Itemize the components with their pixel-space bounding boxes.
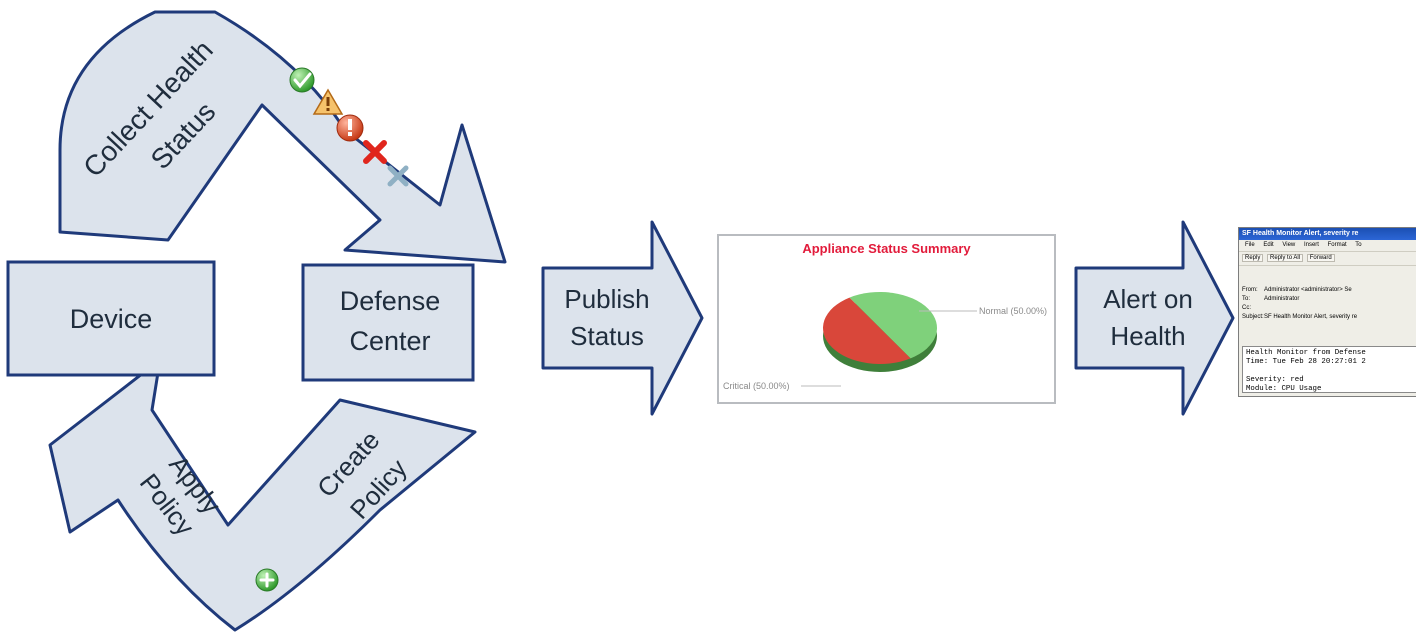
reply-button[interactable]: Reply — [1242, 254, 1264, 262]
status-icons — [289, 67, 409, 187]
menu-view[interactable]: View — [1282, 242, 1296, 248]
device-box — [6, 260, 216, 377]
defense-center-label-line1: Defense — [340, 286, 441, 316]
collect-health-arrow — [58, 10, 507, 264]
appliance-status-chart: Normal (50.00%) Critical (50.00%) Applia… — [717, 234, 1056, 404]
pie-slice-normal — [849, 292, 937, 359]
plus-icon — [255, 568, 279, 592]
email-headers: From:Administrator <administrator> Se To… — [1239, 286, 1416, 322]
email-body: Health Monitor from Defense Time: Tue Fe… — [1242, 346, 1416, 393]
menu-file[interactable]: File — [1245, 242, 1255, 248]
pie-slices — [823, 292, 937, 364]
menu-insert[interactable]: Insert — [1303, 242, 1319, 248]
reply-all-button[interactable]: Reply to All — [1267, 254, 1304, 262]
email-toolbar: Reply Reply to All Forward — [1239, 252, 1416, 266]
pie-label-critical: Critical (50.00%) — [723, 381, 790, 391]
pie-chart: Normal (50.00%) Critical (50.00%) — [723, 292, 1047, 391]
pie-slice-critical — [823, 297, 911, 364]
publish-status-arrow — [541, 220, 704, 416]
from-row: From:Administrator <administrator> Se — [1242, 287, 1352, 293]
alert-health-arrow — [1074, 220, 1235, 416]
menu-format[interactable]: Format — [1327, 242, 1347, 248]
check-icon — [289, 67, 315, 93]
email-titlebar: SF Health Monitor Alert, severity re — [1239, 228, 1416, 240]
menu-edit[interactable]: Edit — [1263, 242, 1274, 248]
critical-icon — [336, 114, 364, 142]
subject-row: Subject:SF Health Monitor Alert, severit… — [1242, 314, 1358, 320]
alert-email-window: SF Health Monitor Alert, severity re Fil… — [1238, 227, 1416, 397]
policy-arrow — [48, 358, 477, 632]
menu-tools[interactable]: To — [1355, 242, 1362, 248]
defense-center-box — [301, 263, 475, 382]
publish-label-line1: Publish — [564, 284, 649, 314]
disabled-x-icon — [387, 165, 409, 187]
publish-label-line2: Status — [570, 321, 644, 351]
alert-label-line1: Alert on — [1103, 284, 1193, 314]
cc-row: Cc: — [1242, 305, 1251, 311]
device-label: Device — [70, 304, 153, 334]
forward-button[interactable]: Forward — [1306, 254, 1335, 262]
pie-label-normal: Normal (50.00%) — [979, 306, 1047, 316]
warning-icon — [312, 88, 344, 115]
defense-center-label-line2: Center — [349, 326, 430, 356]
to-row: To:Administrator — [1242, 296, 1300, 302]
alert-label-line2: Health — [1110, 321, 1185, 351]
chart-title: Appliance Status Summary — [802, 241, 971, 256]
error-x-icon — [363, 140, 387, 164]
email-menubar: File Edit View Insert Format To — [1239, 240, 1416, 252]
